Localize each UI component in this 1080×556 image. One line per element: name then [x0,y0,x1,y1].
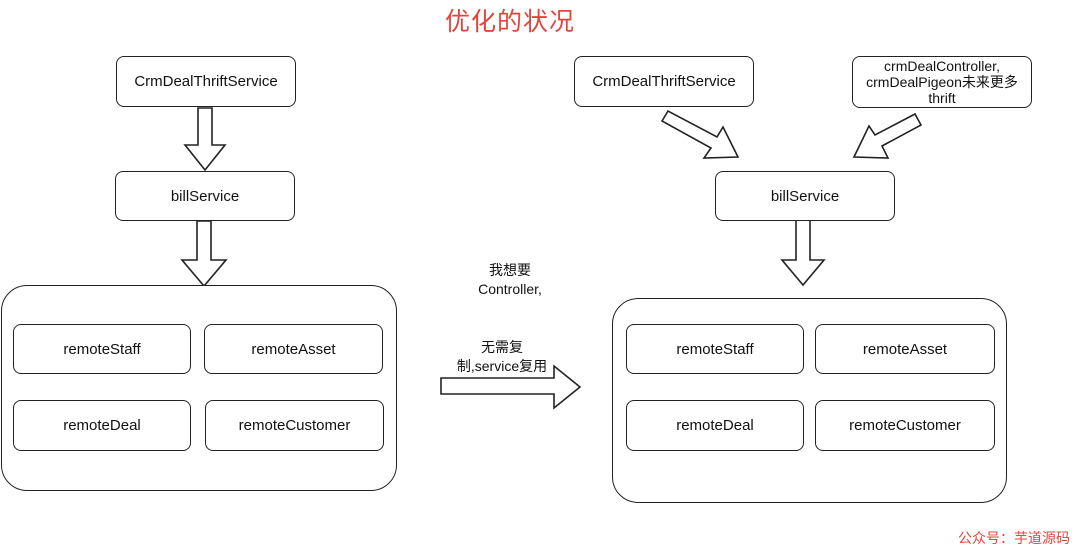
left-bill-service: billService [115,171,295,221]
arrow-right-icon [440,364,582,410]
box-label: CrmDealThriftService [592,73,736,90]
arrow-down-icon [780,219,826,287]
box-label: remoteStaff [63,340,141,358]
middle-note-bottom: 无需复 制,service复用 [436,338,568,376]
right-bill-service: billService [715,171,895,221]
box-label: billService [770,187,840,205]
middle-note-top: 我想要 Controller, [450,261,570,299]
note-line: 制,service复用 [456,358,548,374]
box-label: billService [170,187,240,205]
box-label: CrmDealThriftService [134,73,278,90]
arrow-diagonal-icon [660,109,740,159]
box-label: remoteCustomer [849,417,961,434]
arrow-down-icon [180,220,228,288]
left-remote-customer: remoteCustomer [205,400,384,451]
note-line: Controller, [478,281,542,297]
box-label: crmDealController, crmDealPigeon未来更多thri… [866,58,1018,106]
arrow-diagonal-icon [852,112,923,159]
right-remote-staff: remoteStaff [626,324,804,374]
box-label: remoteDeal [63,417,141,434]
left-remote-group [1,285,397,491]
right-remote-asset: remoteAsset [815,324,995,374]
box-label: remoteCustomer [238,417,351,434]
box-label: remoteStaff [676,340,754,358]
right-remote-deal: remoteDeal [626,400,804,451]
right-remote-customer: remoteCustomer [815,400,995,451]
box-label: remoteAsset [251,340,336,358]
right-crm-deal-thrift-service: CrmDealThriftService [574,56,754,107]
left-remote-deal: remoteDeal [13,400,191,451]
right-crm-deal-controller: crmDealController, crmDealPigeon未来更多thri… [852,56,1032,108]
note-line: 无需复 [481,339,523,355]
watermark: 公众号：芋道源码 [958,531,1070,547]
left-crm-deal-thrift-service: CrmDealThriftService [116,56,296,107]
note-line: 我想要 [489,262,531,278]
arrow-down-icon [183,107,227,172]
left-remote-staff: remoteStaff [13,324,191,374]
left-remote-asset: remoteAsset [204,324,383,374]
diagram-title: 优化的状况 [444,7,575,36]
box-label: remoteAsset [862,340,948,358]
box-label: remoteDeal [676,417,754,434]
